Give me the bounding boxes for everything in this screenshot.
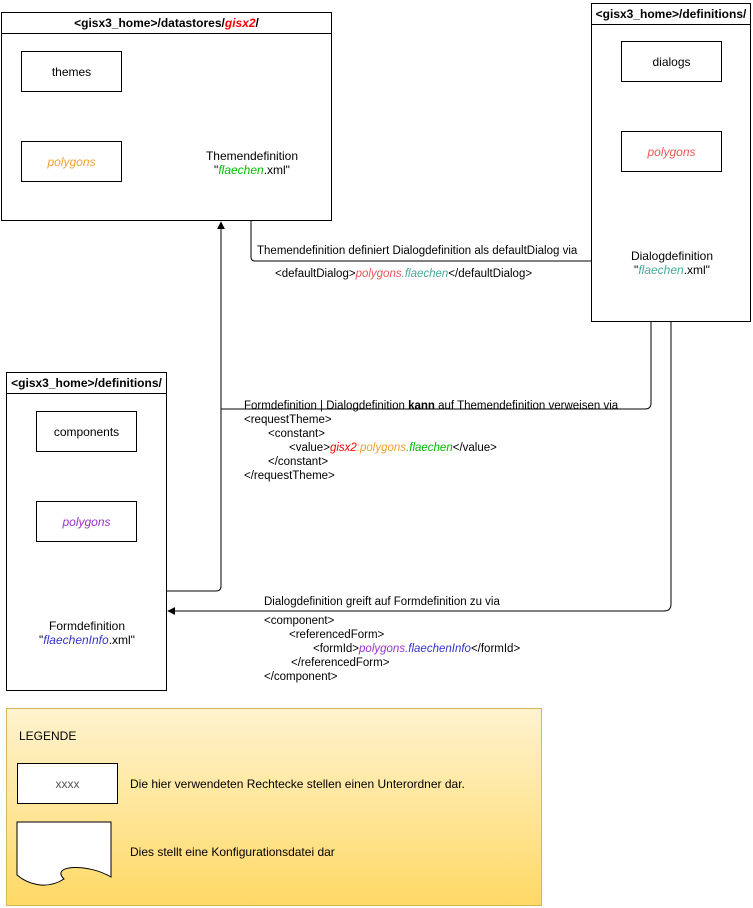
code-default-dialog: <defaultDialog>polygons.flaechen</defaul… <box>275 268 533 280</box>
file-themendefinition: Themendefinition "flaechen.xml" <box>205 149 299 177</box>
edge-label-request-theme: Formdefinition | Dialogdefinition kann a… <box>244 400 619 412</box>
legend-folder-description: Die hier verwendeten Rechtecke stellen e… <box>130 777 465 791</box>
edge-label-default-dialog: Themendefinition definiert Dialogdefinit… <box>257 245 578 257</box>
code-request-theme-open: <requestTheme> <box>244 414 332 426</box>
code-constant-open: <constant> <box>268 428 325 440</box>
folder-polygons-components: polygons <box>36 501 137 542</box>
line-dialogdefinition-to-request-theme <box>221 322 652 410</box>
code-referenced-form-open: <referencedForm> <box>289 629 385 641</box>
datastores-container: <gisx3_home>/datastores/gisx2/ <box>1 12 332 221</box>
code-constant-close: </constant> <box>268 456 329 468</box>
code-request-theme-close: </requestTheme> <box>244 470 335 482</box>
folder-polygons-datastores: polygons <box>21 141 122 182</box>
arrow-themendefinition-to-dialogdefinition <box>250 201 611 265</box>
legend-title: LEGENDE <box>19 729 77 743</box>
arrow-dialogdefinition-to-formdefinition <box>167 322 672 615</box>
file-dialogdefinition: Dialogdefinition "flaechen.xml" <box>630 249 714 277</box>
folder-components: components <box>36 411 137 452</box>
arrow-formdefinition-to-datastores <box>146 221 225 592</box>
datastore-name: gisx2 <box>224 16 256 30</box>
code-referenced-form-close: </referencedForm> <box>291 657 390 669</box>
legend-file-sample: xxxx <box>52 850 77 864</box>
code-component-close: </component> <box>264 671 338 683</box>
folder-themes: themes <box>21 51 122 92</box>
code-value: <value>gisx2:polygons.flaechen</value> <box>289 442 497 454</box>
code-component-open: <component> <box>264 615 335 627</box>
folder-dialogs: dialogs <box>621 41 722 82</box>
folder-polygons-dialogs: polygons <box>621 131 722 172</box>
legend-folder-sample: xxxx <box>17 763 118 804</box>
file-formdefinition: Formdefinition "flaechenInfo.xml" <box>39 619 135 647</box>
definitions-right-container-title: <gisx3_home>/definitions/ <box>592 4 750 25</box>
datastores-container-title: <gisx3_home>/datastores/gisx2/ <box>2 13 331 34</box>
code-form-id: <formId>polygons.flaechenInfo</formId> <box>313 643 521 655</box>
definitions-left-container-title: <gisx3_home>/definitions/ <box>7 373 166 394</box>
legend-panel: LEGENDE xxxx Die hier verwendeten Rechte… <box>6 708 542 906</box>
legend-file-description: Dies stellt eine Konfigurationsdatei dar <box>130 845 335 859</box>
edge-label-referenced-form: Dialogdefinition greift auf Formdefiniti… <box>264 596 500 608</box>
